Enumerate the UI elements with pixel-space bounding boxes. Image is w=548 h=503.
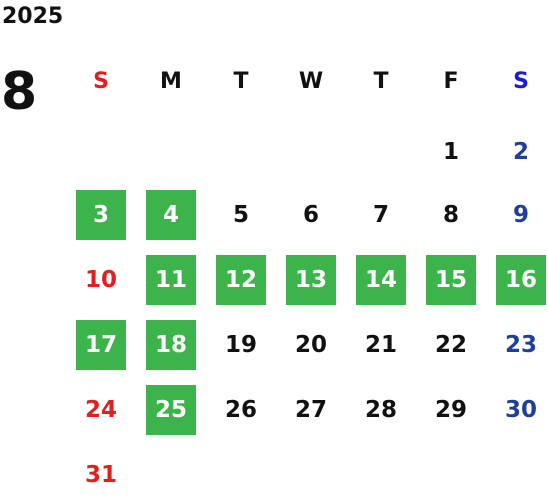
day-cell[interactable]: 12: [216, 255, 266, 305]
calendar-week: 24 25 26 27 28 29 30: [66, 385, 548, 435]
day-cell[interactable]: 5: [232, 202, 249, 228]
calendar-week: 17 18 19 20 21 22 23: [66, 320, 548, 370]
day-cell[interactable]: 24: [84, 397, 117, 423]
day-cell[interactable]: 19: [224, 332, 257, 358]
day-cell[interactable]: 13: [286, 255, 336, 305]
calendar-week: 10 11 12 13 14 15 16: [66, 255, 548, 305]
day-cell[interactable]: 27: [294, 397, 327, 423]
day-cell[interactable]: 6: [302, 202, 319, 228]
day-cell[interactable]: 8: [442, 202, 459, 228]
day-cell[interactable]: 23: [504, 332, 537, 358]
day-cell[interactable]: 22: [434, 332, 467, 358]
day-cell[interactable]: 30: [504, 397, 537, 423]
day-cell[interactable]: 1: [442, 139, 459, 165]
weekday-monday: M: [160, 68, 182, 94]
empty-day-cell: [216, 450, 266, 500]
weekday-thursday: T: [373, 68, 389, 94]
day-cell[interactable]: 10: [84, 267, 117, 293]
day-cell[interactable]: 9: [512, 202, 529, 228]
day-cell[interactable]: 26: [224, 397, 257, 423]
empty-day-cell: [76, 127, 126, 177]
day-cell[interactable]: 16: [496, 255, 546, 305]
day-cell[interactable]: 3: [76, 190, 126, 240]
day-cell[interactable]: 20: [294, 332, 327, 358]
day-cell[interactable]: 4: [146, 190, 196, 240]
weekday-friday: F: [443, 68, 459, 94]
weekday-header-row: S M T W T F S: [66, 62, 548, 100]
day-cell[interactable]: 31: [84, 462, 117, 488]
calendar-week: 31: [66, 450, 548, 500]
weekday-sunday: S: [93, 68, 109, 94]
empty-day-cell: [146, 127, 196, 177]
empty-day-cell: [356, 127, 406, 177]
day-cell[interactable]: 28: [364, 397, 397, 423]
day-cell[interactable]: 14: [356, 255, 406, 305]
day-cell[interactable]: 25: [146, 385, 196, 435]
day-cell[interactable]: 29: [434, 397, 467, 423]
empty-day-cell: [426, 450, 476, 500]
empty-day-cell: [286, 127, 336, 177]
weekday-wednesday: W: [298, 68, 324, 94]
day-cell[interactable]: 2: [512, 139, 529, 165]
day-cell[interactable]: 17: [76, 320, 126, 370]
empty-day-cell: [216, 127, 266, 177]
empty-day-cell: [356, 450, 406, 500]
day-cell[interactable]: 21: [364, 332, 397, 358]
day-cell[interactable]: 18: [146, 320, 196, 370]
day-cell[interactable]: 7: [372, 202, 389, 228]
weekday-tuesday: T: [233, 68, 249, 94]
day-cell[interactable]: 11: [146, 255, 196, 305]
empty-day-cell: [496, 450, 546, 500]
empty-day-cell: [146, 450, 196, 500]
day-cell[interactable]: 15: [426, 255, 476, 305]
calendar-year: 2025: [2, 4, 64, 29]
calendar-month: 8: [1, 62, 38, 122]
weekday-saturday: S: [513, 68, 529, 94]
empty-day-cell: [286, 450, 336, 500]
